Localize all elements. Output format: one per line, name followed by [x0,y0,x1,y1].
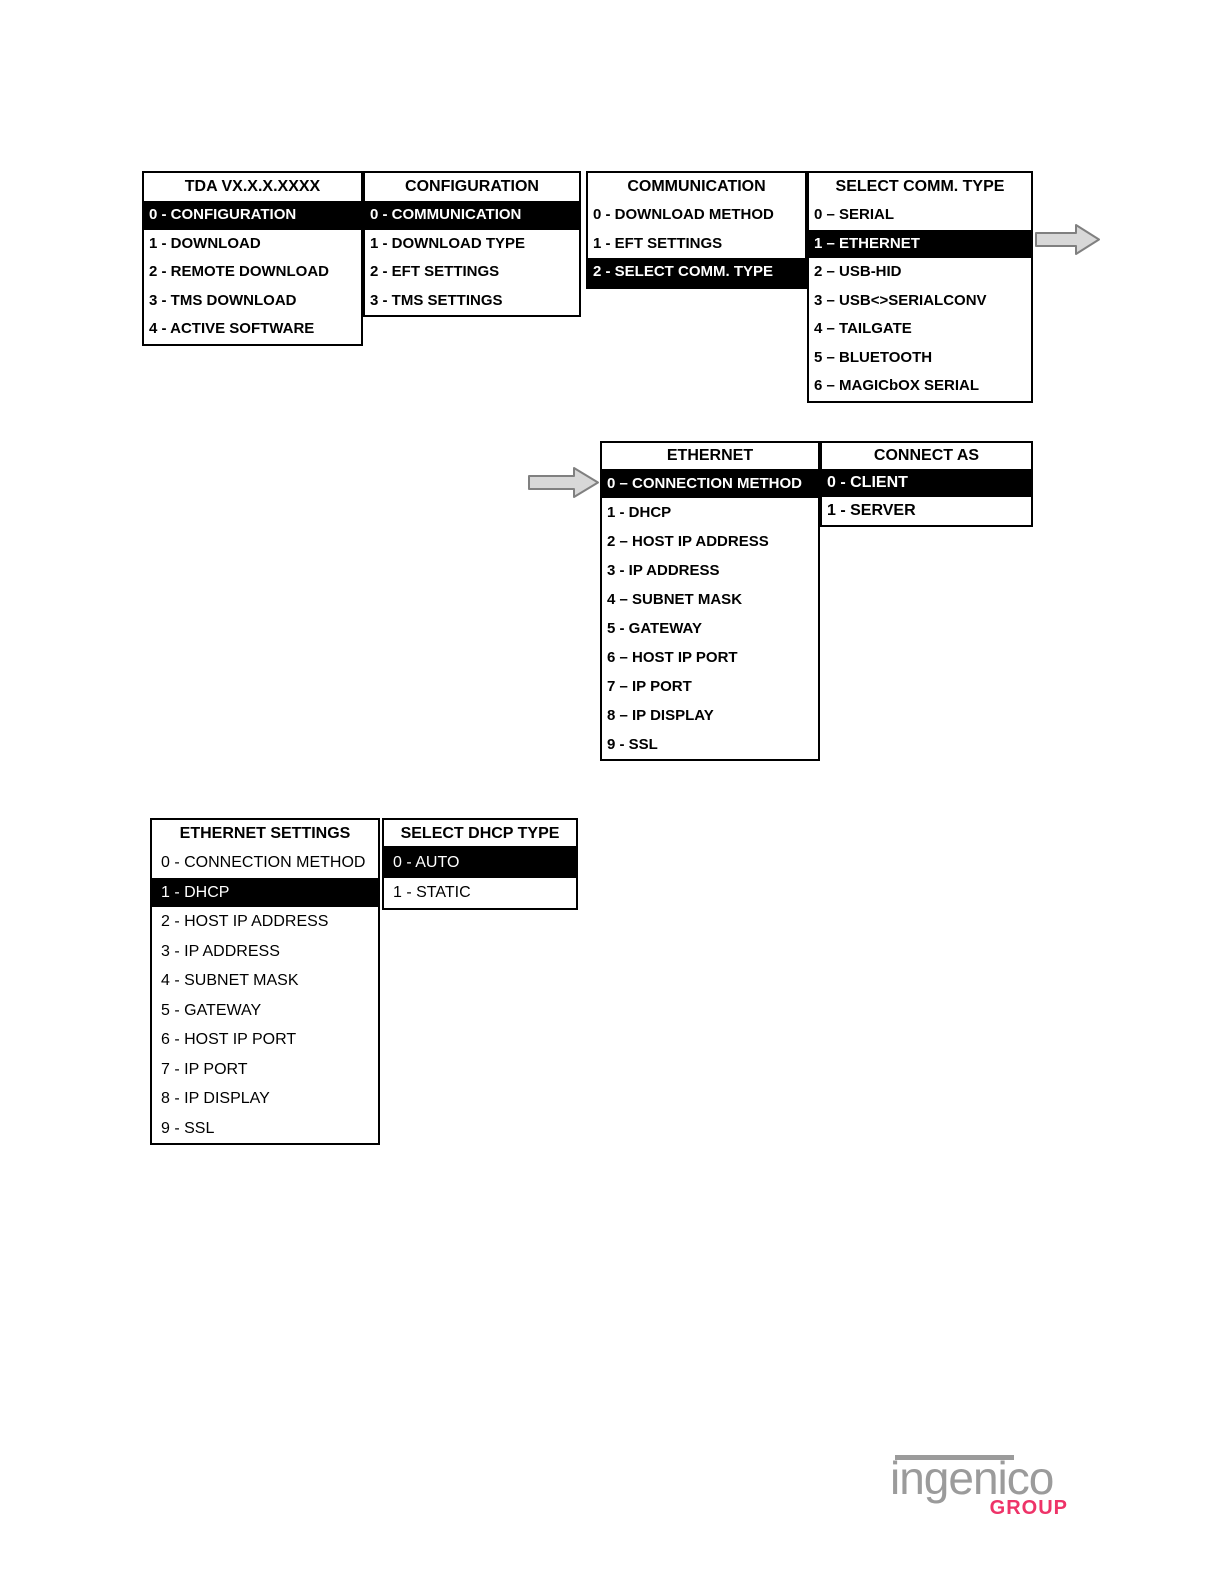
logo-wordmark: ingenico [890,1446,1072,1504]
menu-item: 1 - DOWNLOAD [144,229,361,258]
menu-item-selected: 0 - CONFIGURATION [144,201,361,230]
menu-item: 4 - SUBNET MASK [152,966,378,996]
menu-item: 1 - STATIC [384,878,576,908]
menu-title: CONFIGURATION [405,178,539,195]
menu-item: 9 - SSL [602,730,818,759]
menu-title: TDA VX.X.X.XXXX [184,178,321,195]
menu-item: 0 - DOWNLOAD METHOD [588,201,805,230]
menu-title: ETHERNET [666,447,754,464]
logo-bar [895,1455,1014,1460]
menu-item: 8 – IP DISPLAY [602,701,818,730]
menu-item-selected: 0 - CLIENT [822,469,1031,497]
menu-item: 2 - HOST IP ADDRESS [152,907,378,937]
menu-title: COMMUNICATION [627,178,766,195]
menu-item: 9 - SSL [152,1113,378,1143]
menu-item: 1 - SERVER [822,497,1031,525]
menu-item: 2 – HOST IP ADDRESS [602,527,818,556]
menu-item: 3 - IP ADDRESS [152,936,378,966]
menu-item: 0 – SERIAL [809,201,1031,230]
menu-item-selected: 0 - AUTO [384,848,576,878]
menu-item: 5 – BLUETOOTH [809,343,1031,372]
menu-item: 4 - ACTIVE SOFTWARE [144,315,361,344]
menu-title: ETHERNET SETTINGS [179,825,351,842]
logo-brand-text: ingenico [890,1452,1054,1504]
menu-item: 1 - DHCP [602,498,818,527]
menu-item: 3 – USB<>SERIALCONV [809,286,1031,315]
menu-item: 6 - HOST IP PORT [152,1025,378,1055]
menu-title: SELECT COMM. TYPE [835,178,1005,195]
menu-item: 2 - REMOTE DOWNLOAD [144,258,361,287]
menu-item: 7 - IP PORT [152,1054,378,1084]
menu-item-selected: 0 – CONNECTION METHOD [602,469,818,498]
menu-item: 3 - TMS SETTINGS [365,286,579,315]
menu-item: 6 – MAGICbOX SERIAL [809,372,1031,401]
arrow-right-icon [1035,224,1100,255]
menu-item: 5 - GATEWAY [602,614,818,643]
menu-item: 2 – USB-HID [809,258,1031,287]
menu-item: 1 - EFT SETTINGS [588,229,805,258]
menu-item: 7 – IP PORT [602,672,818,701]
menu-item: 8 - IP DISPLAY [152,1084,378,1114]
menu-item: 4 – TAILGATE [809,315,1031,344]
menu-item-selected: 1 – ETHERNET [809,229,1031,258]
menu-item: 4 – SUBNET MASK [602,585,818,614]
menu-item: 5 - GATEWAY [152,995,378,1025]
menu-item-selected: 1 - DHCP [152,877,378,907]
menu-item: 3 - IP ADDRESS [602,556,818,585]
menu-item-selected: 2 - SELECT COMM. TYPE [588,258,805,287]
logo-group-label: GROUP [989,1496,1068,1519]
menu-item: 0 - CONNECTION METHOD [152,848,378,878]
menu-item-selected: 0 - COMMUNICATION [365,201,579,230]
menu-title: CONNECT AS [873,447,980,464]
menu-item: 1 - DOWNLOAD TYPE [365,229,579,258]
menu-item: 6 – HOST IP PORT [602,643,818,672]
menu-title: SELECT DHCP TYPE [384,820,576,848]
ingenico-logo: ingenico GROUP [890,1446,1072,1520]
menu-item: 3 - TMS DOWNLOAD [144,286,361,315]
arrow-right-icon [528,467,599,498]
menu-item: 2 - EFT SETTINGS [365,258,579,287]
